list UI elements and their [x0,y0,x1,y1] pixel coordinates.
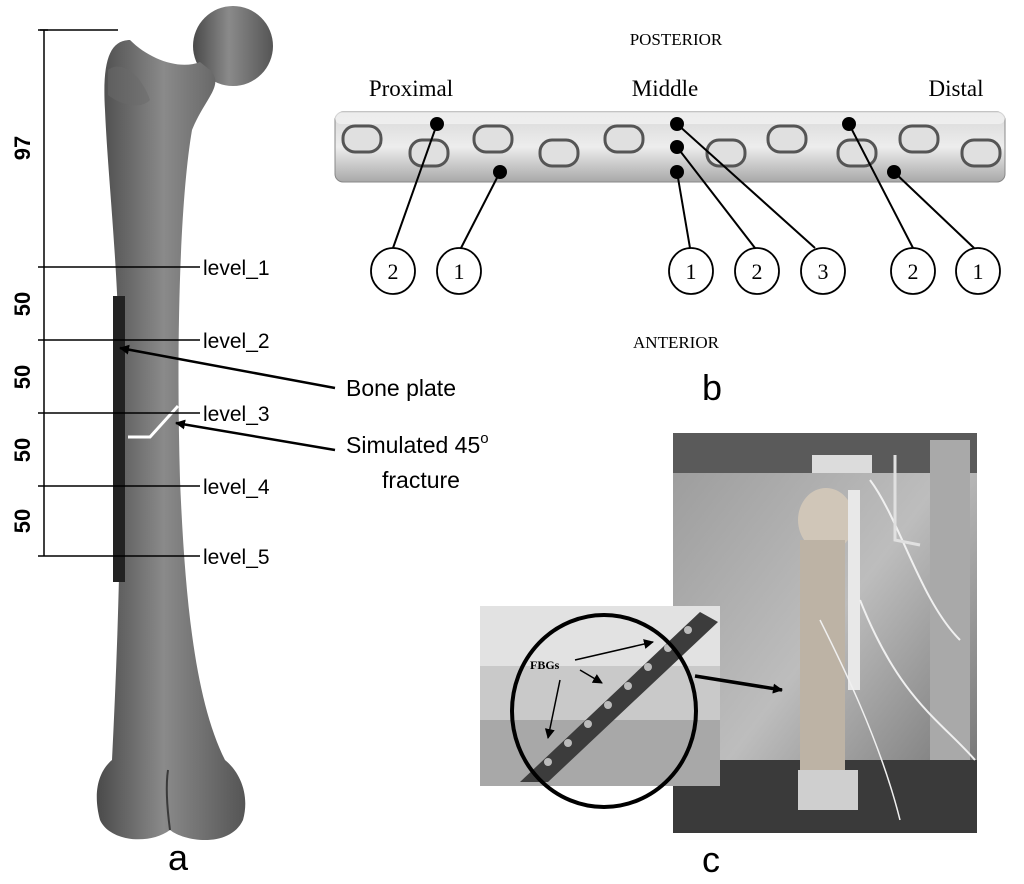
fracture-line [128,404,180,439]
sensor-number-distal-2: 2 [908,259,919,284]
panel-letter-b: b [702,367,722,408]
dimension-50-2: 50 [10,365,35,389]
fracture-label-line2: fracture [382,467,460,493]
proximal-label: Proximal [369,76,453,101]
sensor-number-distal-1: 1 [973,259,984,284]
dimension-50-4: 50 [10,509,35,533]
dimension-50-3: 50 [10,438,35,462]
fbg-label: FBGs [530,658,560,672]
level-2-label: level_2 [203,330,270,353]
dimension-lines [38,29,200,557]
fbg-inset-photo [480,606,720,786]
sensor-dots [430,117,901,179]
panel-letter-a: a [168,837,189,878]
distal-label: Distal [929,76,984,101]
anterior-label: ANTERIOR [633,333,720,352]
plate-holes [341,124,1002,168]
level-4-label: level_4 [203,476,270,499]
magnifier-circle [510,613,698,809]
test-rig-photo [673,433,977,833]
fbg-arrows [544,639,654,739]
sensor-number-proximal-2: 2 [388,259,399,284]
middle-label: Middle [632,76,698,101]
fracture-label-line1: Simulated 45o [346,430,489,458]
bone-plate [113,296,125,582]
dimension-97: 97 [10,136,35,160]
sensor-number-proximal-1: 1 [454,259,465,284]
femur-illustration [96,6,273,841]
sensor-leaders [392,123,975,249]
sensor-number-middle-3: 3 [818,259,829,284]
level-3-label: level_3 [203,403,270,426]
sensor-number-middle-2: 2 [752,259,763,284]
level-1-label: level_1 [203,257,270,280]
dimension-50-1: 50 [10,292,35,316]
sensor-number-circles [370,247,1001,295]
sensor-number-middle-1: 1 [686,259,697,284]
panel-letter-c: c [702,839,720,880]
fracture-arrow [175,419,336,452]
level-5-label: level_5 [203,546,270,569]
bone-plate-label: Bone plate [346,375,456,401]
bone-plate-arrow [119,344,336,390]
inset-pointer-arrow [694,674,783,694]
posterior-label: POSTERIOR [630,30,723,49]
